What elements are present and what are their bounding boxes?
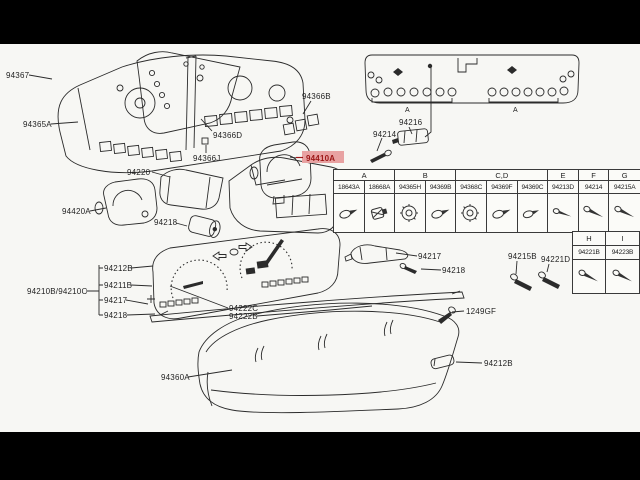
screw-icon (548, 194, 579, 232)
bulb-small-icon (487, 194, 518, 232)
screw-94218-drawing (399, 263, 417, 274)
leader-lines (28, 74, 550, 378)
label-94221d: 94221D (541, 255, 570, 264)
label-94214: 94214 (373, 130, 397, 139)
label-94410a: 94410A (306, 154, 335, 163)
label-94222b: 94222B (229, 312, 258, 321)
label-94210b-94210c: 94210B/94210C (27, 287, 87, 296)
bracket-94220-drawing (159, 168, 224, 210)
table-group-header: C,D (456, 170, 549, 181)
table-part-number: 94213D (548, 181, 579, 194)
table-group-header: F (578, 170, 610, 181)
table-group-header: G (609, 170, 640, 181)
hood-lens-94360a-drawing (149, 290, 465, 414)
part-labels: 94367 94365A 94366D 94366J 94366B 94220 … (6, 71, 570, 382)
cluster-rear-case-drawing (57, 54, 306, 174)
label-94420a: 94420A (62, 207, 91, 216)
label-94216: 94216 (399, 118, 423, 127)
label-94360a: 94360A (161, 373, 190, 382)
bulb-reference-table: A B C,D E F G 18643A 18668A 94365H 94369… (333, 169, 640, 233)
board-group-a-label: A (405, 107, 410, 114)
mid-plate-drawing (228, 156, 345, 234)
table-part-number: 94369F (487, 181, 518, 194)
label-94218-list: 94218 (104, 311, 128, 320)
gauge-94420a-drawing (94, 178, 158, 226)
label-94366d: 94366D (213, 131, 242, 140)
screw-94214-drawing (370, 149, 392, 163)
bulb-small-icon (426, 194, 457, 232)
screw-94221d-drawing (538, 271, 560, 289)
gauge-faceplate-drawing (147, 228, 341, 320)
clip-squares-94366b-drawing (282, 113, 320, 136)
board-group-a2-label: A (513, 107, 518, 114)
label-94218-knob: 94218 (154, 218, 178, 227)
knob-94218-drawing (188, 215, 221, 238)
screw-icon (579, 194, 610, 232)
label-94217-conn: 94217 (418, 252, 442, 261)
screw-icon (573, 260, 606, 293)
table-group-header: H (573, 232, 606, 246)
table-group-header: E (548, 170, 579, 181)
label-94222c: 94222C (229, 304, 258, 313)
label-94366j: 94366J (193, 154, 220, 163)
circuit-board-drawing: A A (364, 54, 580, 138)
table-group-header: A (334, 170, 396, 181)
bulb-socket-icon (365, 194, 396, 232)
table-group-header: B (395, 170, 457, 181)
table-part-number: 94214 (578, 181, 610, 194)
clip-94366j-drawing (201, 137, 209, 145)
table-part-number: 94215A (609, 181, 640, 194)
bracket-plate-94367-drawing (136, 51, 241, 134)
table-part-number: 18643A (334, 181, 365, 194)
label-1249gf: 1249GF (466, 307, 496, 316)
table-part-number: 94223B (606, 246, 639, 260)
highlighted-label-94410a: 94410A (296, 151, 344, 163)
screw-reference-table: H I 94221B 94223B (572, 231, 640, 294)
label-94215b: 94215B (508, 252, 537, 261)
table-part-number: 18668A (364, 181, 396, 194)
table-part-number: 94369C (517, 181, 549, 194)
label-94220: 94220 (127, 168, 151, 177)
connector-94216-drawing (392, 128, 429, 146)
table-part-number: 94221B (573, 246, 606, 260)
label-94218-screw: 94218 (442, 266, 466, 275)
bulb-small-icon (334, 194, 365, 232)
label-94212b-pad: 94212B (484, 359, 513, 368)
diagram-canvas (0, 44, 640, 432)
table-group-header: I (606, 232, 639, 246)
label-94212b: 94212B (104, 264, 133, 273)
table-part-number: 94365H (395, 181, 426, 194)
label-94365a: 94365A (23, 120, 52, 129)
screw-94215b-drawing (510, 273, 532, 291)
screw-icon (606, 260, 639, 293)
bulb-small-icon (518, 194, 549, 232)
gauge-housing-94410a-drawing (249, 141, 312, 205)
bulb-socket-large-icon (456, 194, 487, 232)
bulb-socket-large-icon (395, 194, 426, 232)
label-94217-list: 94217 (104, 296, 128, 305)
bracket-94217-drawing (344, 244, 409, 264)
table-part-number: 94368C (456, 181, 487, 194)
table-part-number: 94369B (425, 181, 457, 194)
label-94367: 94367 (6, 71, 30, 80)
pad-94212b-drawing (430, 354, 455, 370)
label-94366b: 94366B (302, 92, 331, 101)
highlight-background (302, 151, 344, 163)
screw-icon (609, 194, 640, 232)
label-94211b: 94211B (104, 281, 132, 290)
